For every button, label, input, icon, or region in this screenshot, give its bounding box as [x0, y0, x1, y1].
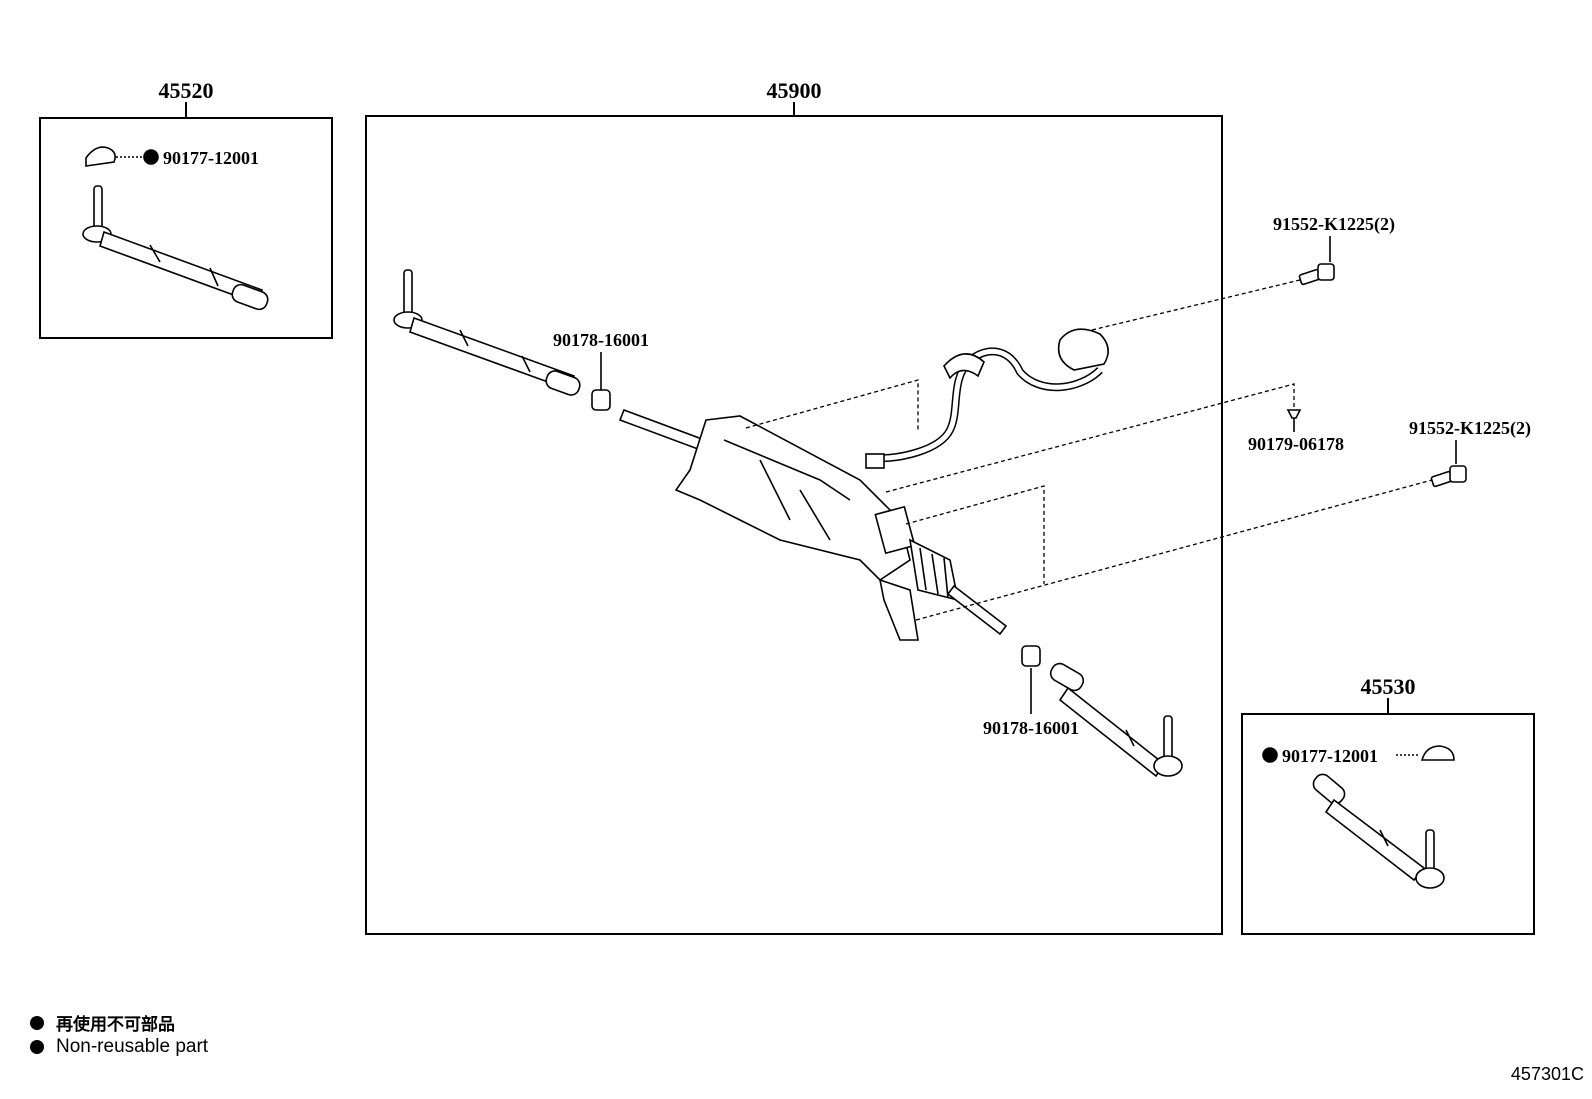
group-label-45520: 45520: [159, 78, 214, 103]
dashed-leaders: [745, 279, 1433, 621]
legend-jp-text: 再使用不可部品: [56, 1015, 175, 1035]
legend-en: Non-reusable part: [30, 1036, 208, 1058]
bullet-icon: [30, 1015, 44, 1030]
bolt-upper: [1298, 263, 1335, 286]
left-tie-rod-end: [82, 146, 269, 311]
part-label-bolt-lower: 91552-K1225(2): [1409, 418, 1531, 439]
group-label-45530: 45530: [1361, 674, 1416, 699]
bolt-lower: [1430, 465, 1467, 488]
bullet-icon: [30, 1040, 44, 1054]
clip: [1286, 409, 1302, 419]
legend-jp: 再使用不可部品: [30, 1010, 175, 1035]
legend-en-text: Non-reusable part: [56, 1036, 209, 1057]
diagram-code: 457301C: [1510, 1064, 1584, 1084]
part-label-nut-right: 90177-12001: [1282, 746, 1378, 766]
part-label-lock-nut-left: 90178-16001: [553, 330, 649, 350]
part-label-lock-nut-right: 90178-16001: [983, 718, 1079, 738]
part-label-bolt-upper: 91552-K1225(2): [1273, 214, 1395, 235]
part-label-nut-left: 90177-12001: [163, 148, 259, 168]
right-tie-rod-end: [1262, 745, 1455, 889]
part-label-clip: 90179-06178: [1248, 434, 1344, 454]
steering-gear-assembly: [393, 269, 1183, 778]
group-label-45900: 45900: [767, 78, 822, 103]
